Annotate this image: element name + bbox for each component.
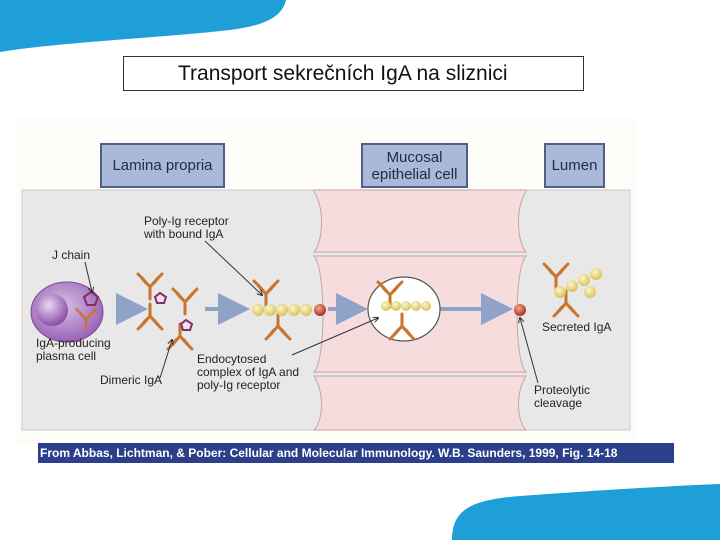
slide-title: Transport sekrečních IgA na sliznici <box>123 56 584 91</box>
label-proteolytic-line1: Proteolytic <box>534 383 591 397</box>
header-lumen: Lumen <box>544 143 605 188</box>
header-lamina-propria: Lamina propria <box>100 143 225 188</box>
epithelial-cell-band <box>312 189 528 253</box>
label-secreted-iga: Secreted IgA <box>542 320 612 334</box>
label-endocytosed-line2: complex of IgA and <box>197 365 300 379</box>
label-dimeric-iga: Dimeric IgA <box>100 373 163 387</box>
label-j-chain: J chain <box>52 248 91 262</box>
label-endocytosed-line3: poly-Ig receptor <box>197 378 281 392</box>
label-plasma-cell-line1: IgA-producing <box>36 336 111 350</box>
header-mucosal-line1: Mucosal <box>386 148 443 166</box>
bottom-right-swoosh <box>452 484 720 540</box>
header-mucosal-line2: epithelial cell <box>371 165 458 183</box>
label-poly-ig-receptor-line2: with bound IgA <box>144 227 224 241</box>
label-endocytosed-line1: Endocytosed <box>197 352 267 366</box>
j-chain-pentagon <box>82 290 100 306</box>
label-proteolytic-line2: cleavage <box>534 396 583 410</box>
figure-citation: From Abbas, Lichtman, & Pober: Cellular … <box>38 443 674 463</box>
header-lamina-propria-text: Lamina propria <box>112 157 213 174</box>
label-plasma-cell-line2: plasma cell <box>36 349 97 363</box>
plasma-cell-nucleus <box>36 294 68 326</box>
label-poly-ig-receptor-line1: Poly-Ig receptor <box>144 214 229 228</box>
header-mucosal-epithelial-cell: Mucosal epithelial cell <box>361 143 468 188</box>
header-lumen-text: Lumen <box>551 157 598 174</box>
top-left-swoosh <box>0 0 286 52</box>
